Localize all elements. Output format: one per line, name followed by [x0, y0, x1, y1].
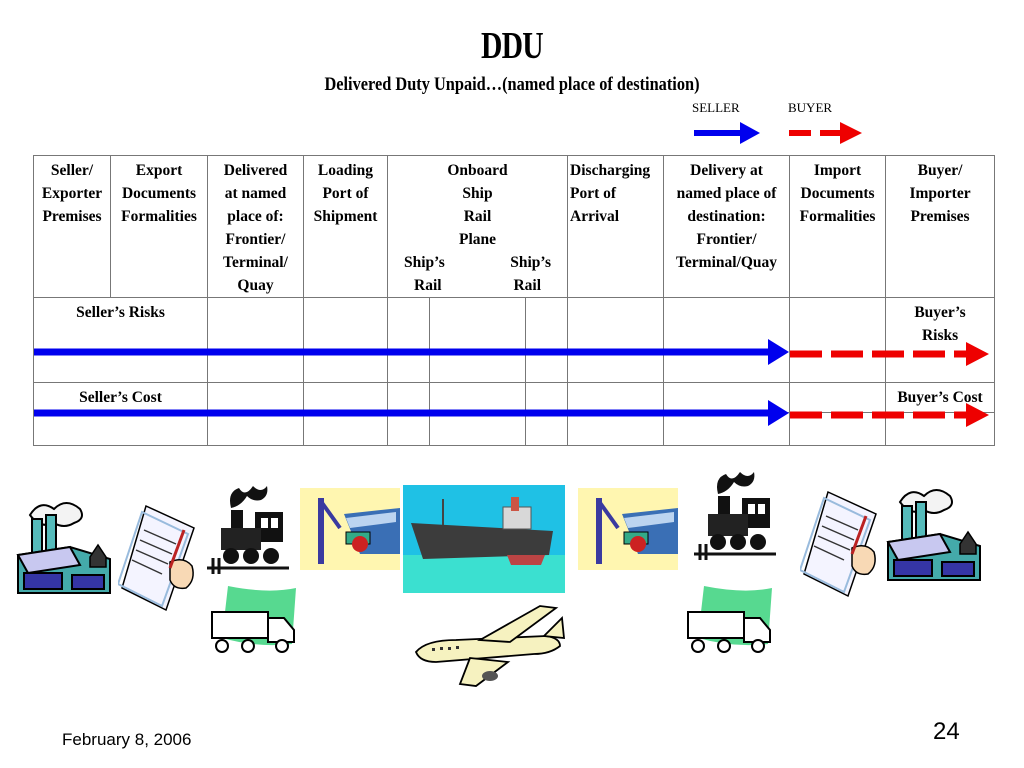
- train-icon: [207, 486, 289, 574]
- legend-seller-label: SELLER: [692, 100, 740, 115]
- legend-buyer-label: BUYER: [788, 100, 833, 115]
- row-sellers-risks-label: Seller’s Risks: [33, 297, 208, 383]
- port-crane-icon-destination: [578, 488, 678, 570]
- cargo-ship-icon: [403, 485, 565, 593]
- row-sellers-cost-label: Seller’s Cost: [33, 382, 208, 413]
- page-subtitle: Delivered Duty Unpaid…(named place of de…: [324, 74, 700, 95]
- factory-icon: [16, 502, 111, 594]
- page-number: 24: [933, 718, 960, 745]
- train-icon-destination: [694, 472, 776, 560]
- truck-icon: [211, 586, 296, 653]
- airplane-icon: [414, 605, 566, 687]
- footer-date: February 8, 2006: [62, 730, 192, 749]
- port-crane-icon: [300, 488, 400, 570]
- legend-seller-arrow: [694, 122, 760, 144]
- legend-buyer-arrow: [789, 122, 862, 144]
- page-title: DDU: [481, 25, 544, 67]
- contract-signing-icon: [118, 504, 195, 612]
- truck-icon-destination: [687, 586, 772, 653]
- contract-signing-icon-destination: [800, 490, 877, 598]
- row-buyers-cost-label: Buyer’s Cost: [885, 382, 996, 413]
- factory-icon-destination: [886, 489, 981, 581]
- legend-arrows: [694, 122, 862, 144]
